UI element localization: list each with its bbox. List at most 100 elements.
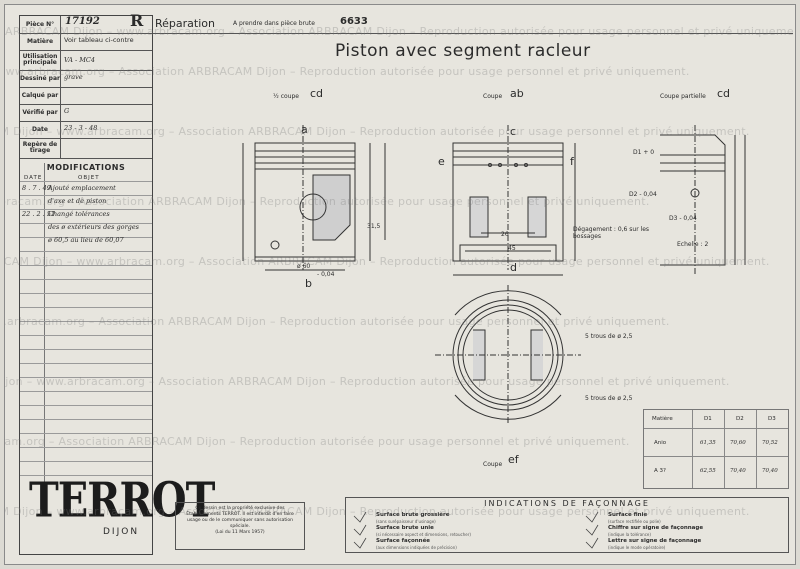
degagement-note: Dégagement : 0,6 sur les bossages [573,226,650,240]
table-cell: 70,40 [762,468,778,474]
row-label: Vérifié par [20,104,61,121]
row-label: Matière [20,33,61,50]
row-value: VA - MC4 [64,56,96,64]
piston-technical-drawing [242,125,746,425]
piece-label: Pièce N° [20,16,61,33]
mod-objet: Ajouté emplacement [48,184,116,192]
modifications-ruled-lines [20,181,152,481]
letter-a: a [301,123,308,136]
view3-letters: cd [717,87,731,100]
sidebar-row-matiere: Matière Voir tableau ci-contre [20,33,152,51]
title-kind: Réparation [155,17,215,30]
row-value: grave [64,73,83,81]
material-table: Matière D1 D2 D3 Anio 61,35 70,60 70,52 … [643,409,789,489]
sidebar-row-repere: Repère de tirage [20,138,152,159]
table-header: Matière [652,416,673,422]
mod-divider [44,163,45,483]
ownership-notice: Ce dessin est la propriété exclusive des… [175,502,305,550]
table-cell: 62,55 [700,468,716,474]
terrot-logo: TERROT DIJON [21,472,215,547]
holes-note-2: 5 trous de ø 2,5 [585,395,633,402]
partial-section-view [660,125,746,275]
table-header: D2 [736,416,744,422]
indication-sub: (surface rectifiée ou polie) [608,519,661,524]
row-value: Voir tableau ci-contre [64,36,134,44]
tol-004: - 0,04 [317,271,335,278]
row-label: Dessiné par [20,70,61,87]
mod-objet: ø 60,5 au lieu de 60,07 [48,236,124,244]
sidebar-row-dessine: Dessiné par grave [20,70,152,88]
indication-item: Surface brute unie [376,525,434,531]
mod-objet: Changé tolérances [48,210,110,218]
notice-law: (Loi du 11 Mars 1957) [215,530,265,535]
d-value-3: D3 - 0,04 [669,215,697,222]
letter-d: d [510,261,517,274]
notice-text: Ce dessin est la propriété exclusive des… [186,506,294,529]
machining-symbols [353,511,599,549]
indication-sub: (indique la tolérance) [608,532,651,537]
brut-text: A prendre dans pièce brute [233,20,315,27]
sidebar-row-date: Date 23 - 3 - 48 [20,121,152,139]
holes-note-1: 5 trous de ø 2,5 [585,333,633,340]
indication-item: Surface finie [608,512,648,518]
drawing-sheet: Pièce N° Matière Voir tableau ci-contre … [4,4,796,565]
dim-31-5: 31,5 [367,223,381,230]
table-cell: 70,52 [762,440,778,446]
letter-c: c [510,125,517,138]
table-cell: 70,40 [730,468,746,474]
mod-objet: des ø extérieurs des gorges [48,223,140,231]
dim-45: 45 [508,245,516,252]
row-label: Utilisation principale [20,50,61,70]
table-header: D3 [768,416,776,422]
d-value-1: D1 + 0 [633,149,655,156]
mod-objet: d'axe et de piston [48,197,107,205]
view3-label: Coupe partielle [660,93,706,100]
half-section-view [242,125,386,270]
section-label: Coupe [483,461,503,468]
scale-label: Echelle : 2 [677,241,709,248]
drawing-title: Piston avec segment racleur [335,41,591,61]
indication-item: Surface façonnée [376,538,431,544]
row-label: Repère de tirage [20,138,61,158]
letter-f: f [570,155,574,168]
mod-date: 22 . 2 . 51 [22,210,56,218]
indication-sub: (sans surépaisseur d'usinage) [376,519,436,524]
view2-letters: ab [510,87,524,100]
indication-item: Lettre sur signe de façonnage [608,538,702,544]
indication-item: Chiffre sur signe de façonnage [608,525,704,531]
section-ef-view [435,285,581,425]
section-ab-view [452,125,576,276]
row-label: Calqué par [20,87,61,104]
machining-indications: INDICATIONS DE FAÇONNAGE Surface brute g… [345,497,789,553]
dim-26: 26 [501,231,509,238]
indication-sub: (indique le mode opératoire) [608,545,666,550]
letter-e: e [438,155,445,168]
view1-label: ½ coupe [273,93,299,100]
indication-sub: (si nécessaire aspect et dimensions, ret… [376,532,471,537]
row-label: Date [20,121,61,138]
dim-phi60: ø 60 [297,263,311,270]
table-header: D1 [704,416,712,422]
row-value: G [64,107,70,115]
section-letters: ef [508,453,519,466]
top-title-bar [153,15,793,34]
sidebar-row-verifie: Vérifié par G [20,104,152,122]
indication-item: Surface brute grossière [376,512,450,518]
brut-number: 6633 [340,16,368,27]
indications-title: INDICATIONS DE FAÇONNAGE [484,499,650,508]
piece-row: Pièce N° [20,16,152,34]
view1-letters: cd [310,87,324,100]
table-cell: Anio [654,440,667,446]
modifications-title: MODIFICATIONS [46,163,126,172]
mod-date: 8 . 7 . 49 [22,184,51,192]
piece-letter: R [130,11,144,30]
col-date-header: DATE [24,175,43,181]
d-value-2: D2 - 0,04 [629,191,657,198]
table-cell: 70,60 [730,440,746,446]
piece-number: 17192 [65,16,100,27]
indication-sub: (aux dimensions indiquées de précision) [376,545,457,550]
letter-b: b [305,277,312,290]
col-objet-header: OBJET [78,175,100,181]
logo-wordmark: TERROT [29,472,215,529]
sidebar-row-utilisation: Utilisation principale VA - MC4 [20,50,152,71]
